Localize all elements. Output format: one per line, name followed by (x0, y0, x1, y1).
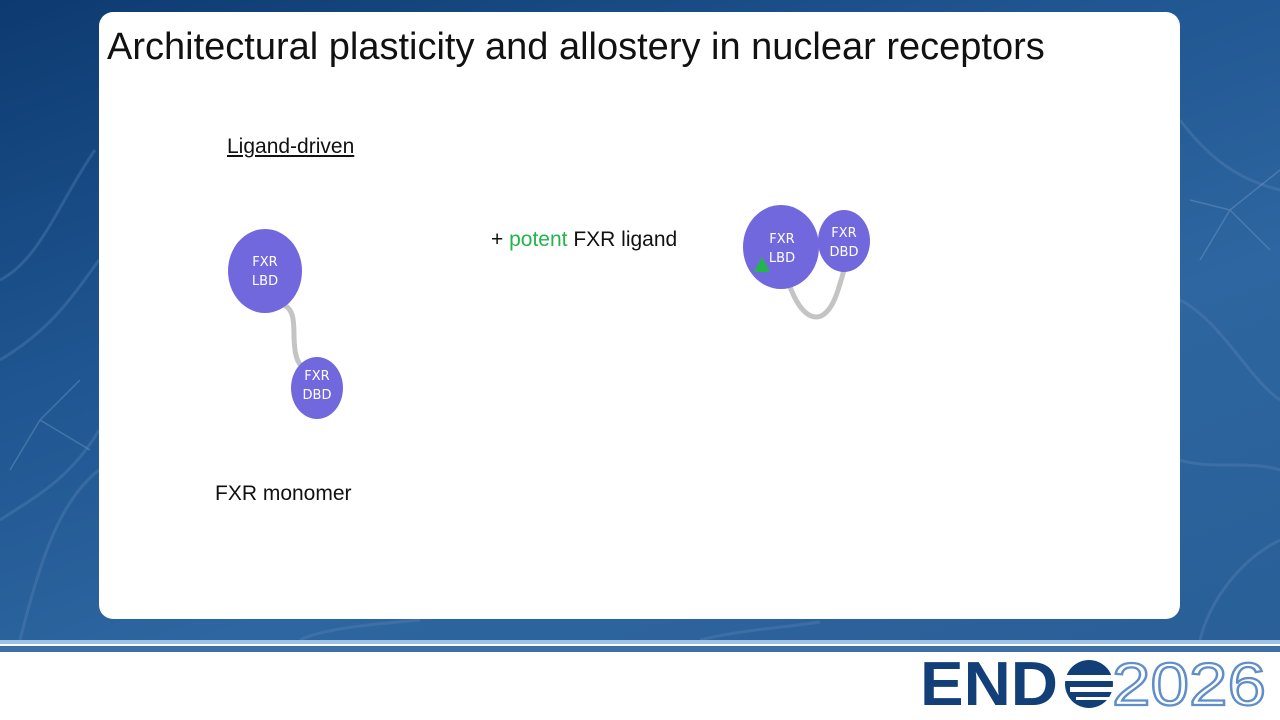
logo-word: END (920, 655, 1058, 715)
bound-dbd-label-line2: DBD (830, 245, 859, 260)
bound-dbd-label-line1: FXR (831, 226, 856, 241)
background-network-texture (0, 119, 1280, 640)
footer-divider-dark (0, 646, 1280, 652)
slide-card: Architectural plasticity and allostery i… (99, 12, 1180, 619)
bound-lbd-label-line2: LBD (769, 251, 795, 266)
footer-divider-light (0, 640, 1280, 644)
fxr-diagram: FXR LBD FXR DBD FXR LBD FXR DBD (228, 205, 870, 419)
endo-logo: END 2026 (920, 655, 1267, 715)
monomer-lbd-label-line2: LBD (252, 274, 278, 289)
monomer-dbd-label-line1: FXR (304, 369, 329, 384)
ligand-annotation: + potent FXR ligand (491, 228, 677, 252)
ligand-prefix: + (491, 228, 510, 251)
monomer-dbd-label-line2: DBD (303, 388, 332, 403)
bound-linker (786, 267, 847, 320)
slide-title: Architectural plasticity and allostery i… (107, 26, 1045, 68)
monomer-dbd-domain (291, 357, 343, 419)
bound-lbd-label-line1: FXR (769, 232, 794, 247)
bound-dbd-domain (818, 210, 870, 272)
section-label: Ligand-driven (227, 135, 355, 158)
ligand-suffix: FXR ligand (567, 228, 678, 251)
ligand-highlight: potent (509, 228, 568, 251)
ligand-marker (754, 257, 770, 272)
monomer-lbd-domain (228, 229, 302, 313)
logo-year: 2026 (1112, 655, 1266, 715)
monomer-caption: FXR monomer (215, 482, 352, 505)
monomer-lbd-label-line1: FXR (252, 255, 277, 270)
globe-icon (1060, 660, 1118, 708)
bound-lbd-domain (743, 205, 819, 289)
